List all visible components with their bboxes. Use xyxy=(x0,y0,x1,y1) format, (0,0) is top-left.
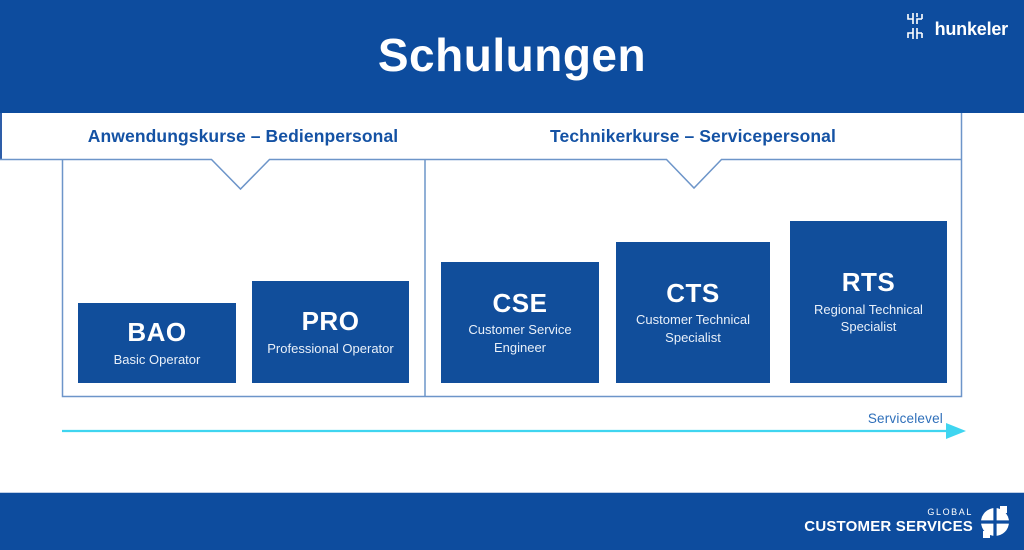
course-name: Customer Technical Specialist xyxy=(636,312,750,345)
course-box-bao: BAO Basic Operator xyxy=(78,303,236,383)
servicelevel-axis-label: Servicelevel xyxy=(867,411,943,426)
footer-customer-services-label: CUSTOMER SERVICES xyxy=(804,517,973,535)
course-name: Professional Operator xyxy=(267,340,394,356)
hunkeler-mark-icon xyxy=(906,11,932,46)
course-code: PRO xyxy=(301,305,360,336)
hunkeler-logo: hunkeler xyxy=(906,11,1008,46)
course-code: CTS xyxy=(666,277,720,308)
footer-bar: GLOBAL CUSTOMER SERVICES xyxy=(0,492,1024,550)
course-name: Regional Technical Specialist xyxy=(814,301,923,335)
course-code: BAO xyxy=(127,316,187,347)
title-band: Schulungen hunkeler xyxy=(0,0,1024,113)
course-box-rts: RTS Regional Technical Specialist xyxy=(790,221,947,383)
banner-bottom-notched-line xyxy=(0,158,962,191)
course-box-pro: PRO Professional Operator xyxy=(252,281,409,383)
section-header-anwendungskurse: Anwendungskurse – Bedienpersonal xyxy=(87,126,399,146)
page-title: Schulungen xyxy=(377,29,647,81)
hunkeler-logo-text: hunkeler xyxy=(934,18,1009,39)
course-name: Customer Service Engineer xyxy=(468,322,572,355)
footer-text: GLOBAL CUSTOMER SERVICES xyxy=(804,506,973,536)
course-box-cse: CSE Customer Service Engineer xyxy=(441,262,599,383)
globe-icon xyxy=(979,505,1011,538)
course-code: RTS xyxy=(841,267,896,297)
footer-global-label: GLOBAL xyxy=(927,506,973,517)
servicelevel-arrow xyxy=(62,423,966,439)
course-name: Basic Operator xyxy=(113,351,201,367)
course-box-cts: CTS Customer Technical Specialist xyxy=(616,242,770,383)
section-header-technikerkurse: Technikerkurse – Servicepersonal xyxy=(550,126,836,146)
course-code: CSE xyxy=(492,287,548,318)
